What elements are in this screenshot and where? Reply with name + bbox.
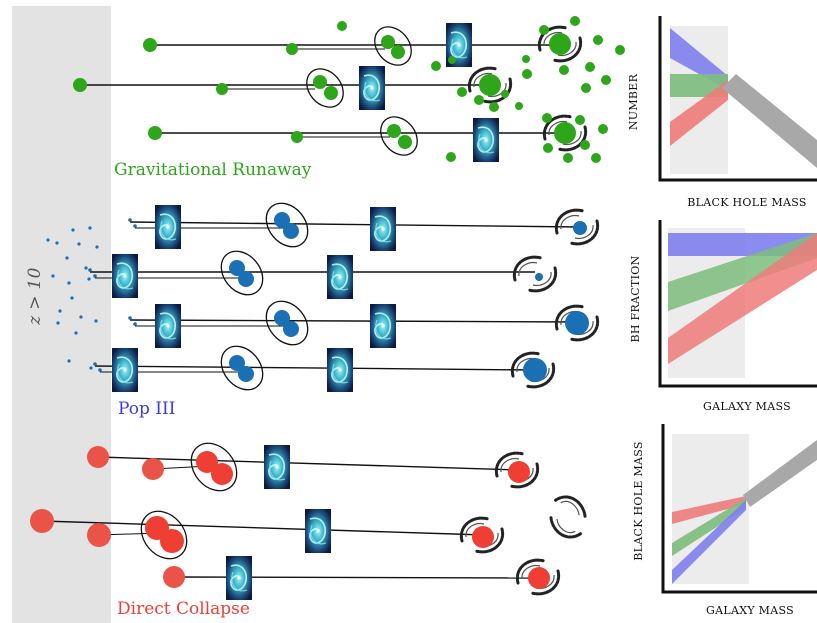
- redshift-label: z > 10: [25, 267, 45, 325]
- galaxy-disk-icon: [154, 204, 182, 250]
- panel2-xlabel: GALAXY MASS: [703, 400, 791, 413]
- panel3-ylabel: BLACK HOLE MASS: [632, 441, 645, 561]
- galaxy-disk-icon: [111, 347, 139, 393]
- panel1-ylabel: NUMBER: [627, 73, 640, 130]
- galaxy-disk-icon: [326, 254, 354, 300]
- galaxy-disk-icon: [304, 508, 332, 554]
- galaxy-disk-icon: [154, 303, 182, 349]
- panel-bh-mass-vs-galaxy-mass: BLACK HOLE MASS GALAXY MASS: [632, 424, 817, 617]
- galaxy-disk-icon: [263, 444, 291, 490]
- panel-number-vs-bh-mass: NUMBER BLACK HOLE MASS: [627, 16, 817, 209]
- panel3-xlabel: GALAXY MASS: [706, 604, 794, 617]
- panel-bh-fraction-vs-galaxy-mass: BH FRACTION GALAXY MASS: [629, 220, 817, 413]
- channel-label-popiii: Pop III: [118, 399, 175, 419]
- galaxy-disk-icon: [358, 65, 386, 111]
- panel1-xlabel: BLACK HOLE MASS: [687, 196, 807, 209]
- direct-collapse-track: [30, 442, 593, 601]
- gravitational-runaway-track: [73, 16, 625, 163]
- galaxy-disk-icon: [225, 555, 253, 601]
- galaxy-swirl-icon: [512, 255, 558, 293]
- galaxy-disk-icon: [326, 347, 354, 393]
- pop-iii-track: [46, 202, 600, 393]
- channel-label-gravitational: Gravitational Runaway: [114, 160, 312, 180]
- channel-label-direct: Direct Collapse: [117, 599, 250, 619]
- galaxy-disk-icon: [111, 253, 139, 299]
- galaxy-disk-icon: [472, 117, 500, 163]
- galaxy-disk-icon: [369, 303, 397, 349]
- redshift-strip: [12, 6, 111, 623]
- galaxy-disk-icon: [369, 206, 397, 252]
- galaxy-swirl-icon: [543, 490, 593, 544]
- panel2-ylabel: BH FRACTION: [629, 255, 642, 342]
